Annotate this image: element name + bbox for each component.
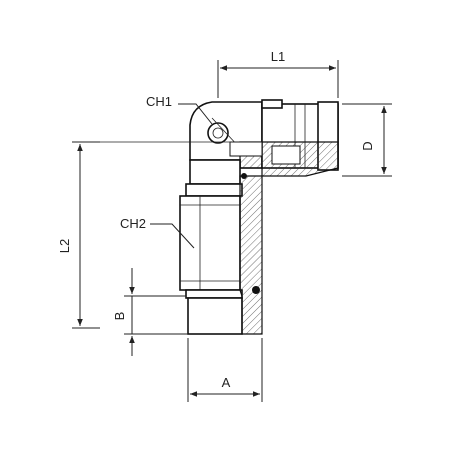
stem <box>179 159 243 335</box>
leader-ch1: CH1 <box>146 94 213 125</box>
dimension-b: B <box>112 268 188 356</box>
label-b: B <box>112 312 127 321</box>
stem-section <box>239 173 263 335</box>
label-a: A <box>222 375 231 390</box>
dimension-a: A <box>187 338 263 402</box>
label-ch2: CH2 <box>120 216 146 231</box>
leader-ch2: CH2 <box>120 216 195 249</box>
dimension-l2: L2 <box>57 141 100 329</box>
dimension-d: D <box>342 103 392 177</box>
label-l2: L2 <box>57 239 72 253</box>
label-d: D <box>360 141 375 150</box>
label-l1: L1 <box>271 49 285 64</box>
swivel-circle <box>207 122 229 144</box>
head-section <box>229 141 339 177</box>
dimension-l1: L1 <box>217 49 339 98</box>
o-ring <box>252 286 260 294</box>
label-ch1: CH1 <box>146 94 172 109</box>
